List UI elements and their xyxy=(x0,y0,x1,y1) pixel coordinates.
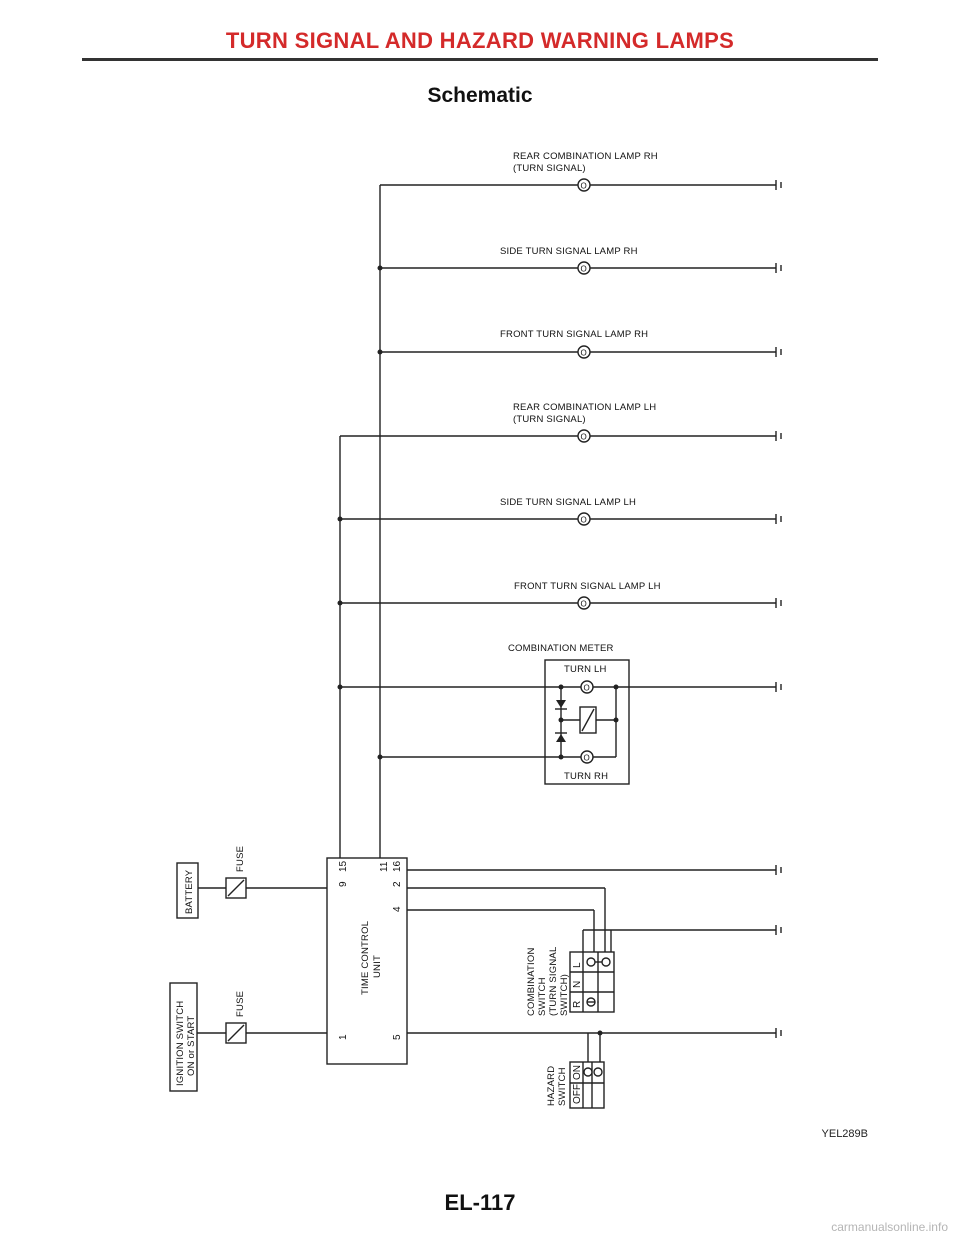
ignition-switch-label: IGNITION SWITCH xyxy=(175,1001,186,1086)
lamp-side-turn-rh: SIDE TURN SIGNAL LAMP RH O xyxy=(377,246,782,275)
position-on: ON xyxy=(572,1065,583,1080)
svg-text:O: O xyxy=(581,265,587,274)
combination-switch-label: SWITCH xyxy=(537,977,548,1016)
pin-1: 1 xyxy=(338,1034,349,1040)
combination-switch-label: SWITCH) xyxy=(559,974,570,1016)
svg-text:O: O xyxy=(581,433,587,442)
battery: BATTERY xyxy=(176,862,199,919)
bulb-icon xyxy=(577,345,591,359)
lamp-front-turn-rh: FRONT TURN SIGNAL LAMP RH O xyxy=(377,329,782,359)
lamp-label: FRONT TURN SIGNAL LAMP LH xyxy=(514,581,661,592)
lamp-front-turn-lh: FRONT TURN SIGNAL LAMP LH O xyxy=(337,581,782,610)
fuse-ignition: FUSE xyxy=(225,991,247,1044)
section-title: Schematic xyxy=(427,84,533,107)
turn-lh-label: TURN LH xyxy=(564,664,607,675)
svg-text:O: O xyxy=(584,754,590,763)
combination-switch-label: COMBINATION xyxy=(526,947,537,1016)
hazard-switch: HAZARD SWITCH ON OFF xyxy=(546,1033,605,1109)
lamp-side-turn-lh: SIDE TURN SIGNAL LAMP LH O xyxy=(337,497,782,526)
combination-meter: COMBINATION METER TURN LH TURN RH O O xyxy=(337,643,782,785)
turn-rh-bulb-icon xyxy=(580,750,594,764)
pin-16: 16 xyxy=(392,860,403,872)
pin-2: 2 xyxy=(392,881,403,887)
battery-label: BATTERY xyxy=(184,869,195,914)
pin-15: 15 xyxy=(338,860,349,872)
watermark: carmanualsonline.info xyxy=(831,1220,948,1234)
header-title: TURN SIGNAL AND HAZARD WARNING LAMPS xyxy=(225,28,735,53)
tcu-label: TIME CONTROL xyxy=(360,921,371,995)
bulb-icon xyxy=(577,261,591,275)
bulb-icon xyxy=(577,512,591,526)
lamp-rear-combination-rh: REAR COMBINATION LAMP RH (TURN SIGNAL) O xyxy=(380,151,782,192)
turn-rh-label: TURN RH xyxy=(564,771,608,782)
hazard-switch-label: HAZARD xyxy=(546,1066,557,1106)
pin-9: 9 xyxy=(338,881,349,887)
lamp-label: REAR COMBINATION LAMP RH xyxy=(513,151,658,162)
bulb-icon xyxy=(577,596,591,610)
fuse-label: FUSE xyxy=(235,991,246,1017)
lamp-label-sub: (TURN SIGNAL) xyxy=(513,163,586,174)
turn-lh-bulb-icon xyxy=(580,680,594,694)
time-control-unit: 15 9 11 16 2 4 1 5 TIME CONTROL UNIT xyxy=(326,857,408,1065)
position-l: L xyxy=(572,962,583,968)
position-off: OFF xyxy=(572,1084,583,1104)
lamp-label: SIDE TURN SIGNAL LAMP LH xyxy=(500,497,636,508)
combination-switch-label: (TURN SIGNAL xyxy=(548,947,559,1016)
lamp-label-sub: (TURN SIGNAL) xyxy=(513,414,586,425)
ignition-switch-label-sub: ON or START xyxy=(186,1016,197,1076)
page-number: EL-117 xyxy=(444,1190,516,1215)
pin-4: 4 xyxy=(392,906,403,912)
lamp-label: SIDE TURN SIGNAL LAMP RH xyxy=(500,246,638,257)
combination-switch: COMBINATION SWITCH (TURN SIGNAL SWITCH) … xyxy=(526,947,615,1016)
bulb-icon xyxy=(577,178,591,192)
fuse-label: FUSE xyxy=(235,846,246,872)
combination-meter-title: COMBINATION METER xyxy=(508,643,614,654)
lamp-rear-combination-lh: REAR COMBINATION LAMP LH (TURN SIGNAL) O xyxy=(340,402,782,443)
lamp-label: FRONT TURN SIGNAL LAMP RH xyxy=(500,329,648,340)
reference-code: YEL289B xyxy=(821,1128,868,1140)
hazard-switch-label: SWITCH xyxy=(557,1067,568,1106)
pin-5: 5 xyxy=(392,1034,403,1040)
svg-text:O: O xyxy=(581,600,587,609)
fuse-battery: FUSE xyxy=(225,846,247,899)
tcu-label-sub: UNIT xyxy=(372,955,383,978)
svg-text:O: O xyxy=(581,516,587,525)
ignition-switch: IGNITION SWITCH ON or START xyxy=(169,982,198,1092)
position-n: N xyxy=(572,981,583,988)
position-r: R xyxy=(572,1001,583,1008)
header-rule xyxy=(82,58,878,61)
lamp-label: REAR COMBINATION LAMP LH xyxy=(513,402,656,413)
bulb-icon xyxy=(577,429,591,443)
svg-text:O: O xyxy=(584,684,590,693)
svg-text:O: O xyxy=(581,182,587,191)
diode-icon xyxy=(556,700,566,708)
svg-text:O: O xyxy=(581,349,587,358)
diode-icon xyxy=(556,734,566,742)
pin-11: 11 xyxy=(379,861,390,872)
